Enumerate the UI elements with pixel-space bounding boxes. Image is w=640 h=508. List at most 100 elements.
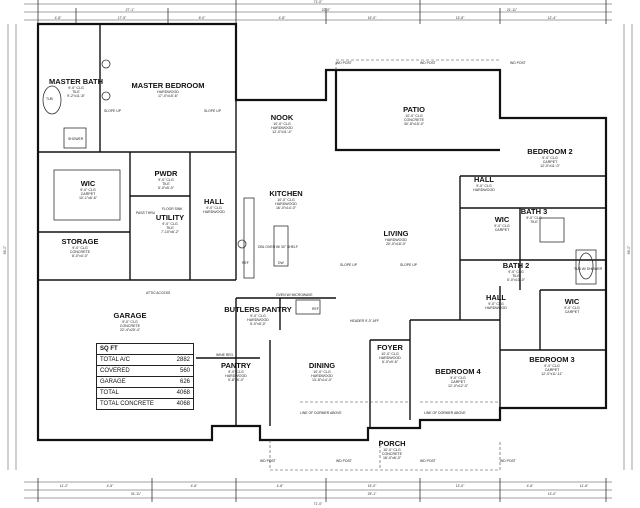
note-shower: SHOWER — [68, 137, 84, 141]
room-detail: 9'-0" CLG — [68, 86, 84, 90]
dimension-labels: 71'-0" 27'-1" 22'-0" 21'-11" 4'-8" 17'-5… — [3, 0, 631, 506]
room-detail: 9'-0" CLG — [250, 314, 266, 318]
room-label-pantry: PANTRY — [221, 361, 251, 370]
note-dormer: LINE OF DORMER ABOVE — [300, 411, 342, 415]
note-wine: WINE REG — [216, 353, 234, 357]
room-detail: HARDWOOD — [385, 238, 407, 242]
dim-top: 17'-5" — [118, 16, 127, 20]
notes: WD POST WD POST WD POST WD POST WD POST … — [46, 61, 603, 463]
dim-top: 6'-0" — [199, 16, 207, 20]
room-label-hall-bed: HALL — [486, 293, 506, 302]
room-detail: 10'-1"x6'-6" — [79, 196, 98, 200]
room-detail: HARDWOOD — [157, 90, 179, 94]
room-detail: 20'-0"x18'-0" — [386, 242, 407, 246]
room-detail: 9'-0" CLG — [476, 184, 492, 188]
note-slope-up: SLOPE UP — [400, 263, 418, 267]
dim-bot2: 25'-1" — [368, 492, 377, 496]
note-tub-shower: TUB W/ SHOWER — [574, 267, 603, 271]
room-label-bedroom2: BEDROOM 2 — [527, 147, 572, 156]
dim-bot: 4'-5" — [107, 484, 115, 488]
room-detail: CONCRETE — [70, 250, 91, 254]
dim-top-total: 71'-0" — [314, 0, 323, 4]
room-detail: 8'-0"x4'-0" — [72, 254, 89, 258]
room-label-bedroom4: BEDROOM 4 — [435, 367, 481, 376]
room-detail: 10'-0" CLG — [313, 370, 331, 374]
note-wd-post: WD POST — [420, 61, 436, 65]
room-label-storage: STORAGE — [62, 237, 99, 246]
room-detail: CARPET — [81, 192, 96, 196]
room-detail: TILE — [512, 274, 520, 278]
room-detail: 9'-2"x11'-8" — [67, 94, 86, 98]
room-detail: 12'-0"x11'-0" — [540, 164, 561, 168]
room-detail: 10'-0" CLG — [277, 198, 295, 202]
room-label-foyer: FOYER — [377, 343, 403, 352]
dim-top2: 21'-11" — [507, 8, 518, 12]
room-detail: 16'-0"x14'-0" — [276, 206, 297, 210]
sqft-value: 4068 — [176, 390, 190, 396]
dim-bot: 15'-0" — [368, 484, 377, 488]
room-label-wic-master: WIC — [81, 179, 96, 188]
room-label-living: LIVING — [383, 229, 408, 238]
sqft-label: COVERED — [100, 368, 130, 374]
note-dormer: LINE OF DORMER ABOVE — [424, 411, 466, 415]
room-label-bath2: BATH 2 — [503, 261, 530, 270]
dim-top: 15'-0" — [368, 16, 377, 20]
room-label-nook: NOOK — [271, 113, 294, 122]
dimension-lines — [7, 0, 633, 502]
room-detail: HARDWOOD — [379, 356, 401, 360]
room-detail: 5'-0"x5'-0" — [158, 186, 175, 190]
dim-bot: 4'-8" — [277, 484, 285, 488]
dim-top2: 27'-1" — [126, 8, 135, 12]
note-pass-thru: PASS THRU — [136, 211, 156, 215]
room-detail: CARPET — [565, 310, 580, 314]
room-label-master-bedroom: MASTER BEDROOM — [132, 81, 205, 90]
room-detail: 9'-0" CLG — [206, 206, 222, 210]
dim-bot: 4'-6" — [191, 484, 199, 488]
room-label-utility: UTILITY — [156, 213, 184, 222]
note-wd-post: WD POST — [500, 459, 516, 463]
room-detail: 18'-0"x6'-0" — [383, 456, 402, 460]
sqft-title-row: SQ FT — [97, 344, 193, 354]
dim-bot2: 31'-11" — [131, 492, 142, 496]
room-detail: HARDWOOD — [485, 306, 507, 310]
room-detail: 9'-0" CLG — [228, 370, 244, 374]
room-detail: 9'-0" CLG — [450, 376, 466, 380]
note-ref: REF — [242, 261, 249, 265]
sqft-label: TOTAL — [100, 390, 119, 396]
fixtures — [42, 59, 597, 471]
dim-bot: 13'-0" — [456, 484, 465, 488]
note-floor-sink: FLOOR SINK — [162, 207, 183, 211]
room-detail: HARDWOOD — [311, 374, 333, 378]
interior-walls — [38, 24, 606, 428]
room-detail: CARPET — [495, 228, 510, 232]
room-detail: 5'-0"x10'-0" — [507, 278, 526, 282]
note-wd-post: WD POST — [260, 459, 276, 463]
room-detail: CONCRETE — [120, 324, 141, 328]
room-detail: 9'-0" CLG — [494, 224, 510, 228]
room-label-master-bath: MASTER BATH — [49, 77, 103, 86]
room-detail: 7'-10"x8'-2" — [161, 230, 180, 234]
room-detail: 12'-0"x12'-0" — [448, 384, 469, 388]
room-detail: 12'-0"x11'-4" — [272, 130, 293, 134]
room-label-butlers-pantry: BUTLERS PANTRY — [224, 305, 292, 314]
sqft-value: 4068 — [176, 401, 190, 407]
room-detail: HARDWOOD — [275, 202, 297, 206]
room-detail: HARDWOOD — [225, 374, 247, 378]
sqft-value: 2882 — [176, 357, 190, 363]
room-label-porch: PORCH — [378, 439, 405, 448]
dim-bot: 11'-2" — [60, 484, 69, 488]
dim-bot2: 13'-0" — [548, 492, 557, 496]
dim-top: 4'-8" — [55, 16, 63, 20]
room-detail: 10'-0" CLG — [383, 448, 401, 452]
room-detail: 22'-4"x25'-4" — [120, 328, 141, 332]
dim-top: 4'-8" — [279, 16, 287, 20]
exterior-walls — [36, 22, 608, 442]
note-wd-post: WD POST — [420, 459, 436, 463]
room-detail: 9'-0" CLG — [544, 364, 560, 368]
room-detail: 5'-8"x6'-0" — [228, 378, 245, 382]
dim-top: 12'-4" — [548, 16, 557, 20]
